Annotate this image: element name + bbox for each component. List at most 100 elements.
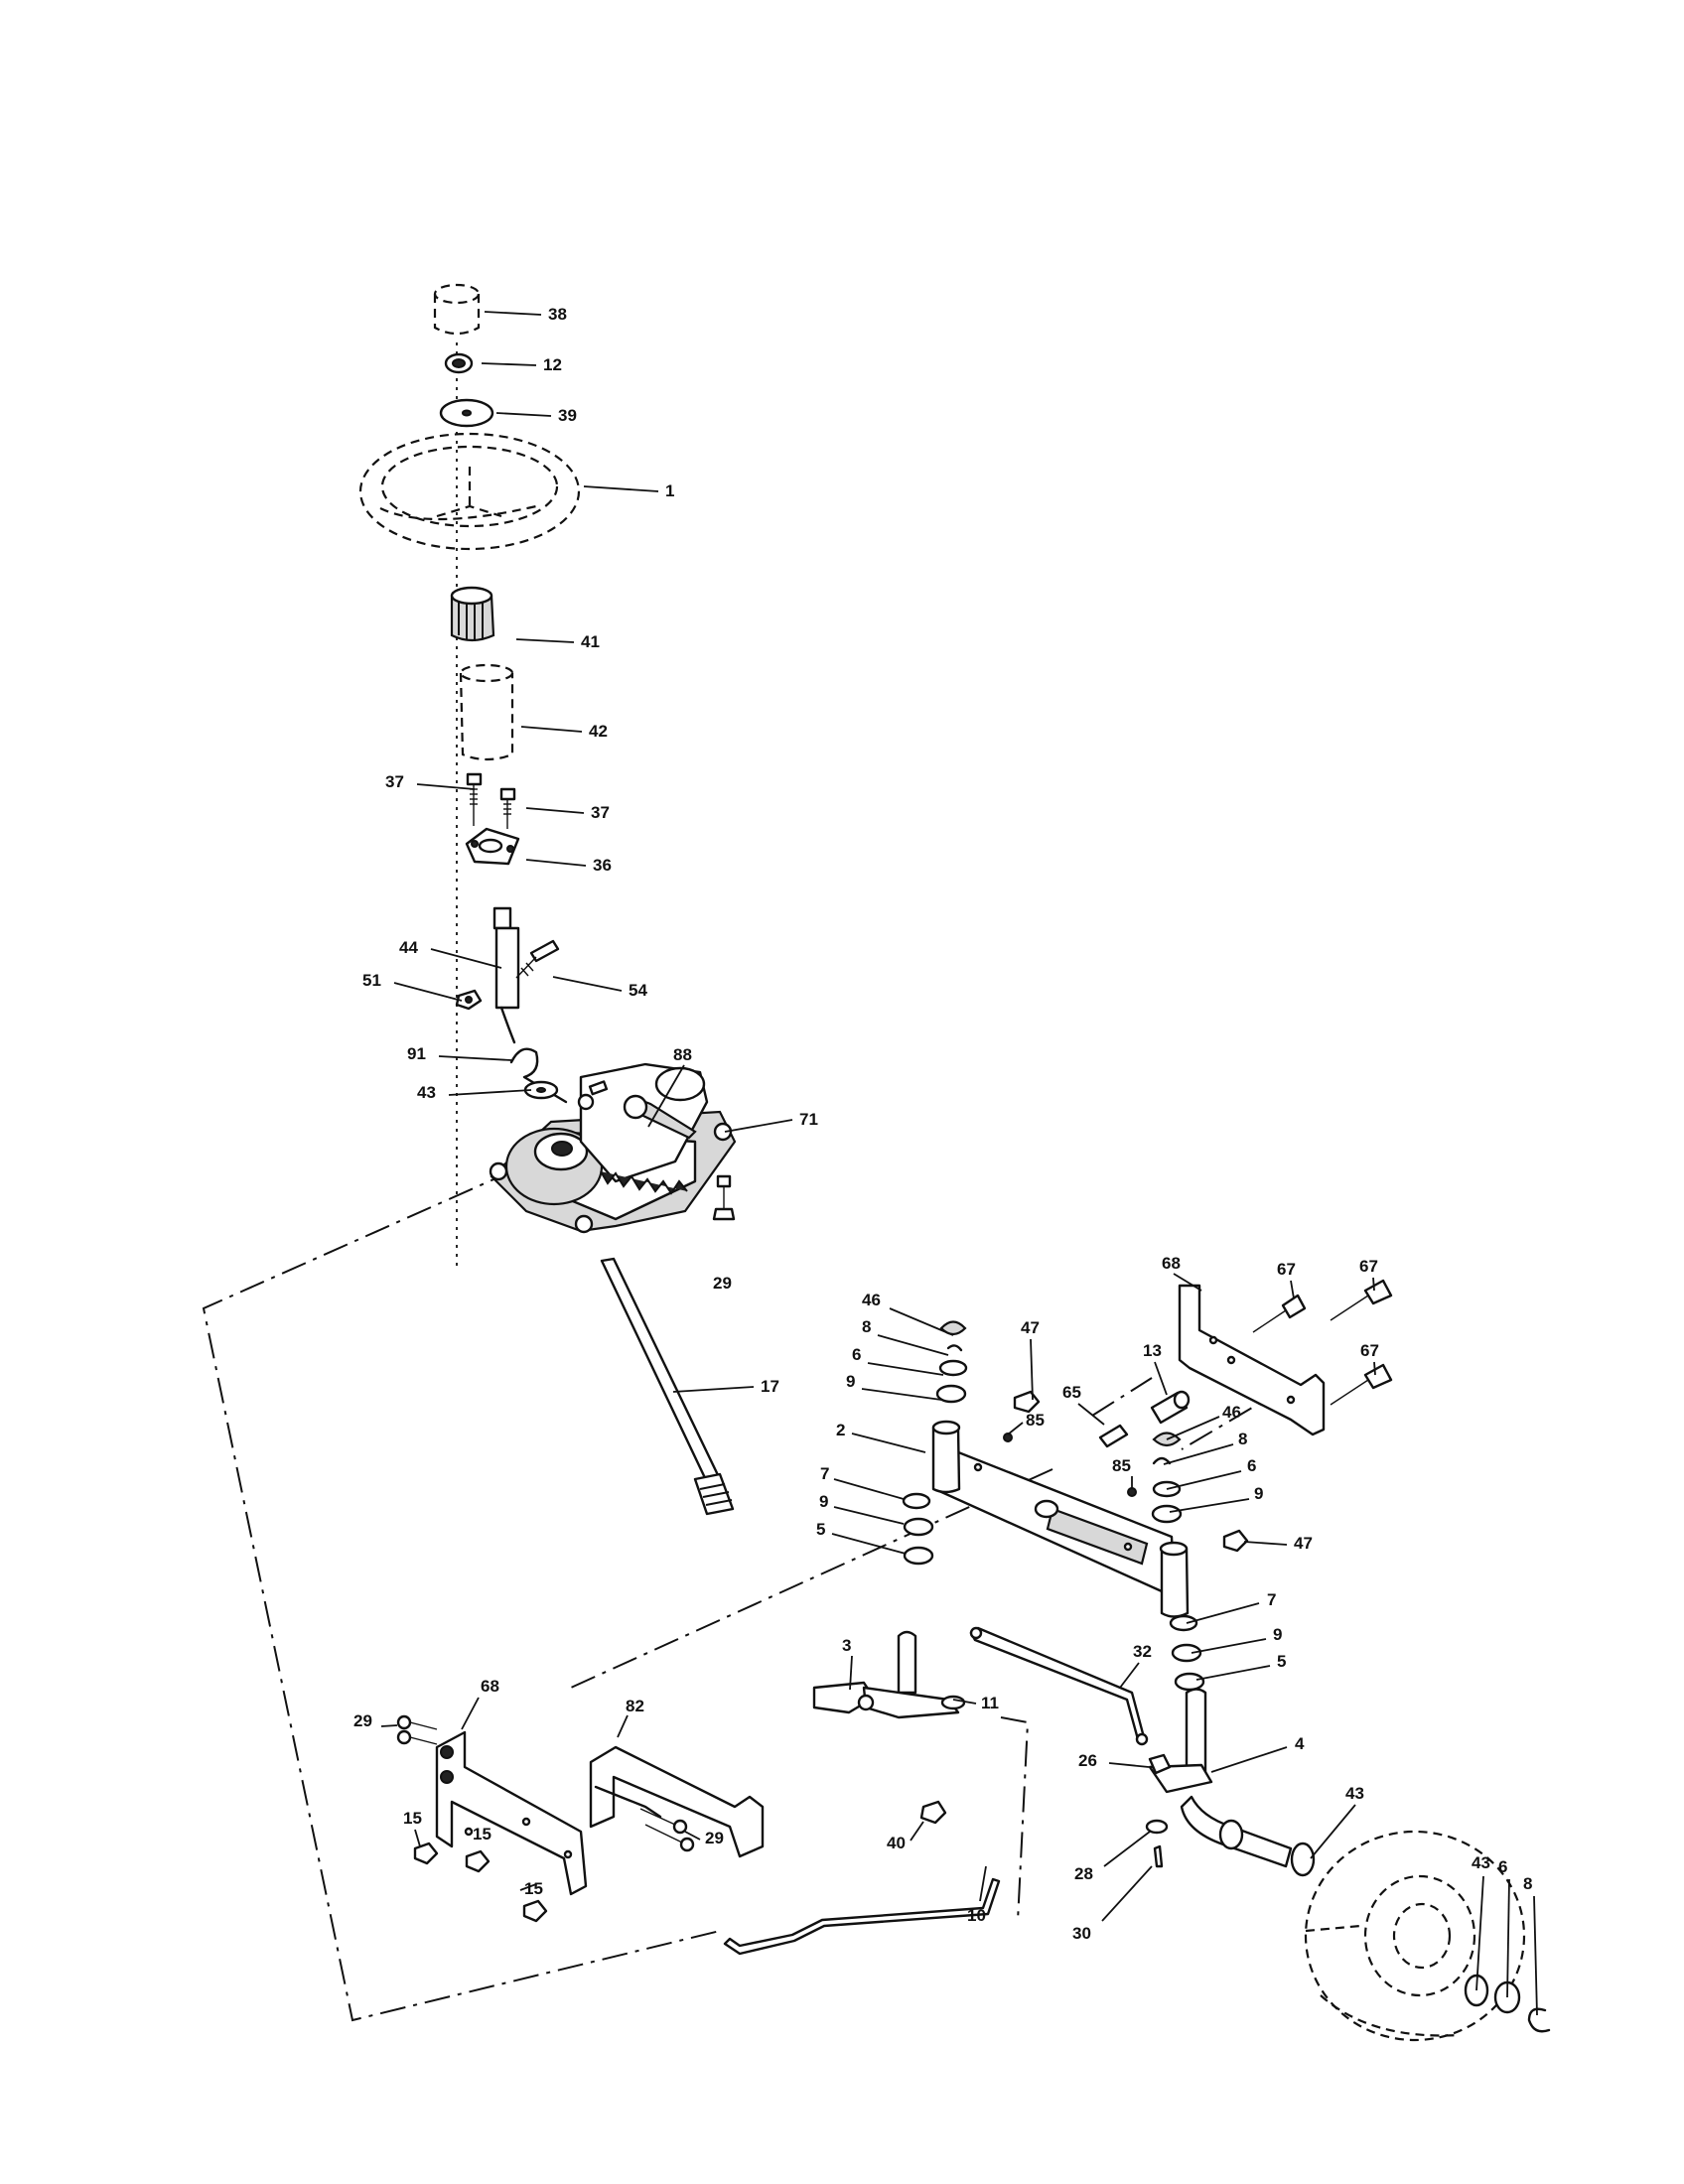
leader-c5a xyxy=(831,1533,907,1555)
pivot-bushing-center xyxy=(1034,1499,1059,1519)
spindle-4 xyxy=(1148,1688,1293,1868)
leader-c65 xyxy=(1077,1403,1105,1426)
leader-c43a xyxy=(448,1089,532,1096)
tie-rod-10 xyxy=(723,1877,1001,1956)
leader-c9b xyxy=(1169,1498,1250,1513)
leader-c67b xyxy=(1372,1277,1375,1292)
leader-c67c xyxy=(1373,1361,1376,1376)
leader-c42 xyxy=(520,726,583,733)
leader-c5b xyxy=(1195,1665,1271,1681)
callout-c65: 65 xyxy=(1062,1383,1081,1402)
steering-cap-38 xyxy=(433,283,481,336)
washer-43-axle xyxy=(1290,1842,1316,1877)
callout-c91: 91 xyxy=(407,1044,426,1063)
bolt-54 xyxy=(515,939,560,979)
callout-c12: 12 xyxy=(543,355,562,374)
spindle-3 xyxy=(812,1630,960,1719)
spacer-65 xyxy=(1098,1424,1129,1448)
leader-c28 xyxy=(1103,1831,1151,1867)
callout-c8c: 8 xyxy=(1523,1874,1532,1893)
drag-link-32 xyxy=(969,1626,1149,1746)
callout-c38: 38 xyxy=(548,305,567,324)
steering-shaft-17 xyxy=(600,1257,735,1516)
callout-c44: 44 xyxy=(399,938,418,957)
callout-c8a: 8 xyxy=(862,1317,871,1336)
callout-c54: 54 xyxy=(629,981,647,1000)
nut-40 xyxy=(919,1800,947,1825)
callout-c47a: 47 xyxy=(1021,1318,1040,1337)
nut-47-top xyxy=(1013,1390,1041,1414)
leader-c9a xyxy=(861,1388,942,1401)
leader-c38 xyxy=(484,311,542,316)
callout-c43c: 43 xyxy=(1472,1853,1490,1872)
leader-c15c xyxy=(519,1883,537,1891)
callout-c6c: 6 xyxy=(1498,1857,1507,1876)
grease-fitting-85-left xyxy=(1003,1433,1013,1442)
leader-c29b xyxy=(380,1724,398,1727)
callout-c32: 32 xyxy=(1133,1642,1152,1661)
axle-pivot-tube-right xyxy=(1159,1541,1190,1618)
axle-pivot-tube-left xyxy=(931,1420,961,1494)
leader-c46a xyxy=(889,1307,954,1336)
callout-c29b: 29 xyxy=(353,1711,372,1730)
leader-c1 xyxy=(583,485,659,492)
bolt-37-left xyxy=(466,772,483,826)
callout-c13: 13 xyxy=(1143,1341,1162,1360)
callout-c15b: 15 xyxy=(473,1825,491,1843)
callout-c28: 28 xyxy=(1074,1864,1093,1883)
callout-c41: 41 xyxy=(581,632,600,651)
steering-shaft-44 xyxy=(492,906,520,1044)
leader-c54 xyxy=(552,976,623,992)
leader-c37a xyxy=(416,783,476,790)
callout-c5b: 5 xyxy=(1277,1652,1286,1671)
leader-c12 xyxy=(481,362,537,366)
callout-c82: 82 xyxy=(626,1697,644,1715)
leader-c13 xyxy=(1154,1361,1168,1396)
bolt-29-housing xyxy=(712,1174,736,1221)
leader-c85a xyxy=(1007,1422,1024,1435)
grease-fitting-30 xyxy=(1153,1844,1164,1868)
callout-c67c: 67 xyxy=(1360,1341,1379,1360)
callout-c37a: 37 xyxy=(385,772,404,791)
callout-c17: 17 xyxy=(761,1377,779,1396)
leader-c46b xyxy=(1166,1416,1220,1440)
front-wheel-phantom xyxy=(1304,1830,1526,2042)
leader-c43b xyxy=(1310,1804,1356,1859)
callout-c4: 4 xyxy=(1295,1734,1305,1753)
leader-c7b xyxy=(1186,1602,1260,1624)
leader-c37b xyxy=(525,807,585,814)
leader-c43c xyxy=(1475,1875,1484,1991)
leader-c8b xyxy=(1163,1443,1234,1465)
callout-c3: 3 xyxy=(842,1636,851,1655)
callout-c10: 10 xyxy=(967,1906,986,1925)
callout-c47b: 47 xyxy=(1294,1534,1313,1553)
leader-c3 xyxy=(849,1655,853,1691)
grease-fitting-85-right xyxy=(1127,1487,1137,1497)
bolt-29-bracket-d xyxy=(644,1824,695,1852)
front-axle-2 xyxy=(936,1442,1176,1593)
leader-c71 xyxy=(724,1119,793,1133)
callout-c15a: 15 xyxy=(403,1809,422,1828)
leader-c32 xyxy=(1119,1662,1140,1689)
support-bracket-82 xyxy=(589,1745,765,1858)
adapter-41 xyxy=(450,586,495,642)
callout-c7b: 7 xyxy=(1267,1590,1276,1609)
leader-c10 xyxy=(979,1865,987,1902)
leader-c82 xyxy=(617,1714,629,1738)
nut-15-b xyxy=(465,1849,491,1873)
callout-c15c: 15 xyxy=(524,1879,543,1898)
bolt-29-bracket-a xyxy=(396,1714,438,1730)
callout-c67b: 67 xyxy=(1359,1257,1378,1276)
leader-c2 xyxy=(851,1433,926,1453)
steering-column-cover-42 xyxy=(459,663,514,761)
bearing-flange-36 xyxy=(465,827,520,866)
callout-c71: 71 xyxy=(799,1110,818,1129)
callout-c68b: 68 xyxy=(481,1677,499,1696)
nut-15-c xyxy=(522,1899,548,1923)
bolt-26 xyxy=(1148,1753,1172,1775)
callout-c9c: 9 xyxy=(819,1492,828,1511)
callout-c9b: 9 xyxy=(1254,1484,1263,1503)
callout-c51: 51 xyxy=(362,971,381,990)
